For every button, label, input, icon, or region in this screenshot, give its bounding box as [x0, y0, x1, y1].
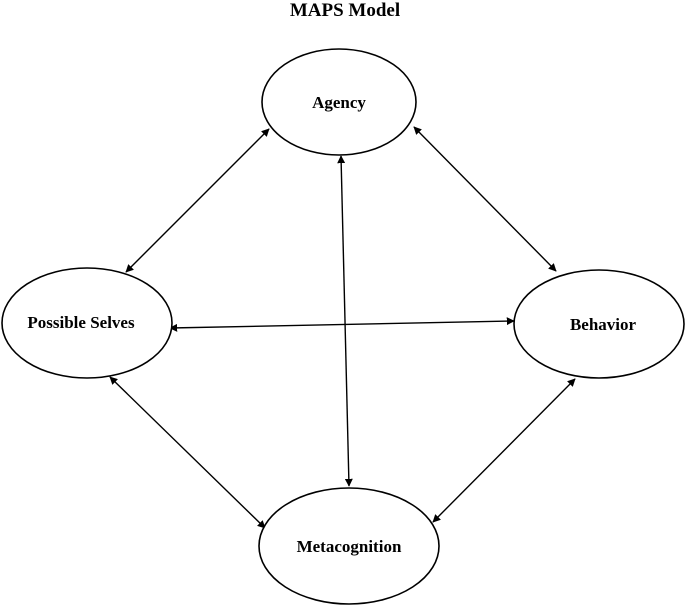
node-agency-ellipse	[261, 48, 417, 156]
node-possible-selves: Possible Selves	[1, 267, 173, 379]
node-agency-label: Agency	[312, 93, 366, 112]
node-possible-selves-label: Possible Selves	[27, 313, 135, 332]
diagram-title: MAPS Model	[290, 0, 400, 21]
node-behavior-ellipse	[513, 269, 685, 379]
edge-agency-metacognition	[337, 155, 353, 487]
edge-possible-selves-metacognition	[109, 376, 266, 529]
node-agency: Agency	[261, 48, 417, 156]
node-metacognition-ellipse	[258, 487, 440, 605]
node-possible-selves-ellipse	[1, 267, 173, 379]
node-metacognition-label: Metacognition	[297, 537, 402, 556]
node-metacognition: Metacognition	[258, 487, 440, 605]
edge-agency-possible-selves	[125, 128, 270, 273]
node-behavior: Behavior	[513, 269, 685, 379]
edge-agency-behavior	[413, 126, 557, 272]
edge-possible-selves-behavior	[169, 317, 515, 332]
edge-behavior-metacognition	[432, 378, 576, 523]
node-behavior-label: Behavior	[570, 315, 637, 334]
